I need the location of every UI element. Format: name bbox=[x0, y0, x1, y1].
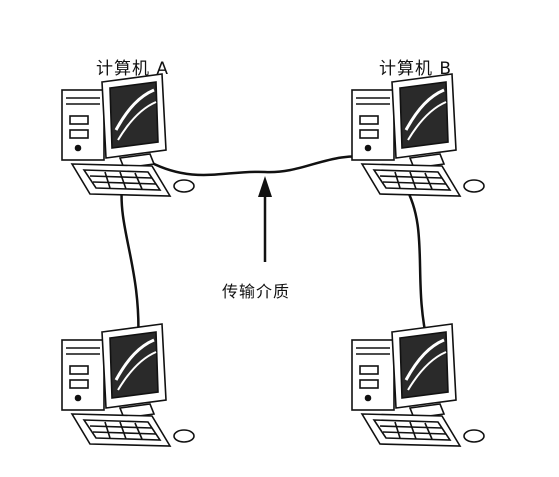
computer-icon bbox=[61, 73, 195, 197]
computer-a bbox=[50, 68, 210, 208]
computer-a-label: 计算机 A bbox=[96, 59, 170, 79]
computer-icon bbox=[351, 323, 485, 447]
computer-icon bbox=[351, 73, 485, 197]
arrow-up-icon bbox=[258, 176, 272, 262]
cable-b-d bbox=[403, 185, 430, 346]
computer-c bbox=[50, 318, 210, 458]
cable-a-c bbox=[120, 185, 140, 346]
computer-b bbox=[340, 68, 500, 208]
transmission-medium-label: 传输介质 bbox=[222, 282, 291, 301]
computer-d bbox=[340, 318, 500, 458]
computer-b-label: 计算机 B bbox=[379, 59, 453, 79]
computer-icon bbox=[61, 323, 195, 447]
cable-a-b bbox=[149, 155, 376, 177]
